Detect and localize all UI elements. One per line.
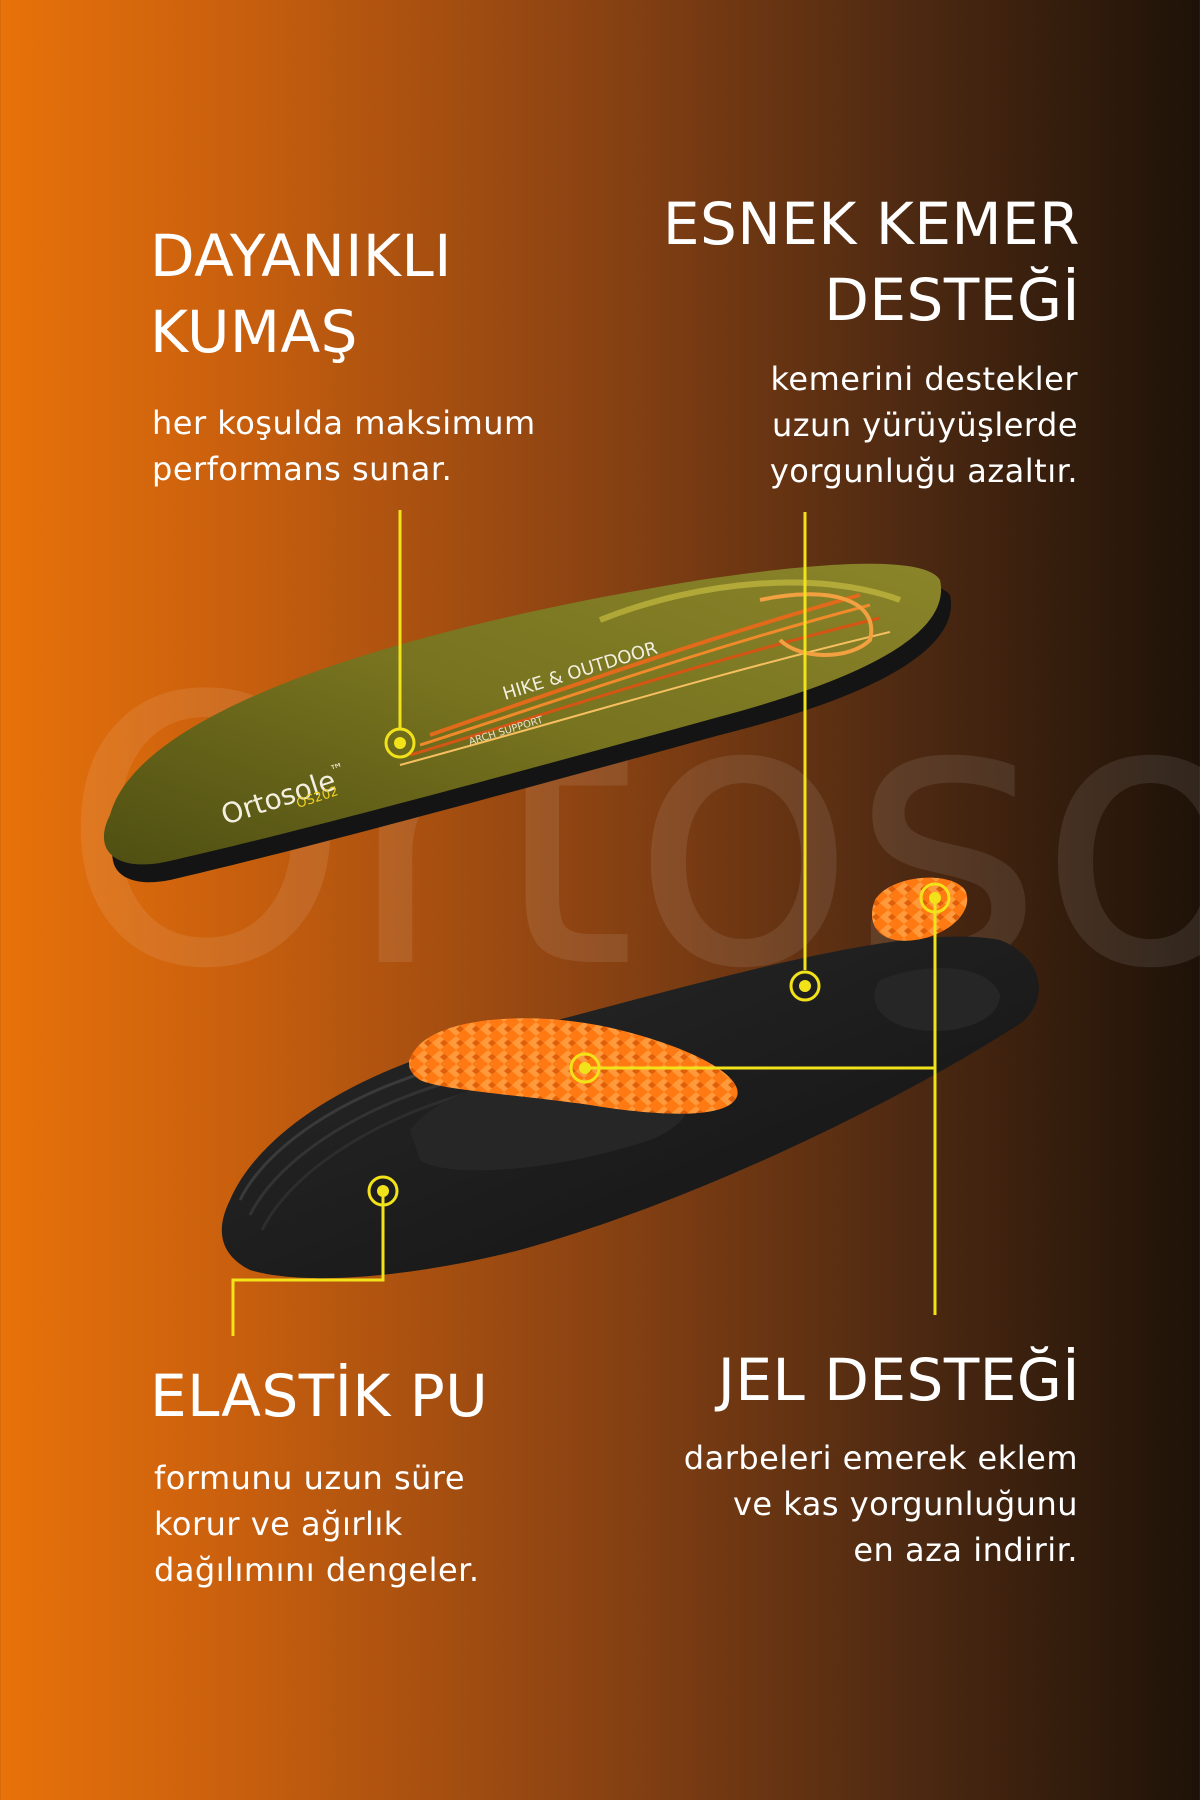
callout-dot-gel-heel	[569, 1052, 601, 1084]
callout-line-pu	[231, 1190, 385, 1336]
callout-dot-fabric	[384, 727, 416, 759]
gel-title: JEL DESTEĞİ	[718, 1342, 1080, 1418]
pu-title: ELASTİK PU	[150, 1358, 488, 1434]
arch-description: kemerini destekler uzun yürüyüşlerde yor…	[770, 356, 1078, 494]
arch-title-line: ESNEK KEMER	[662, 190, 1080, 258]
gel-description-line: darbeleri emerek eklem	[683, 1439, 1078, 1477]
fabric-description-line: performans sunar.	[152, 450, 453, 488]
fabric-title-line: KUMAŞ	[150, 298, 358, 366]
arch-description-line: yorgunluğu azaltır.	[769, 452, 1078, 490]
gel-title-line: JEL DESTEĞİ	[717, 1346, 1080, 1414]
callout-dot-arch	[789, 970, 821, 1002]
arch-title: ESNEK KEMER DESTEĞİ	[663, 186, 1080, 338]
fabric-description: her koşulda maksimum performans sunar.	[152, 400, 536, 492]
product-trademark: ™	[328, 760, 346, 780]
arch-description-line: uzun yürüyüşlerde	[771, 406, 1078, 444]
gel-description-line: ve kas yorgunluğunu	[732, 1485, 1078, 1523]
fabric-title: DAYANIKLI KUMAŞ	[150, 218, 452, 370]
pu-description: formunu uzun süre korur ve ağırlık dağıl…	[154, 1455, 480, 1593]
callout-dot-gel-forefoot	[919, 882, 951, 914]
pu-description-line: formunu uzun süre	[154, 1459, 466, 1497]
gel-description-line: en aza indirir.	[853, 1531, 1078, 1569]
pu-title-line: ELASTİK PU	[150, 1362, 489, 1430]
pu-description-line: dağılımını dengeler.	[154, 1551, 480, 1589]
callout-lines	[231, 510, 937, 1336]
callout-dot-pu	[367, 1175, 399, 1207]
top-insole: HIKE & OUTDOOR ARCH SUPPORT Ortosole ™ O…	[103, 563, 952, 883]
pu-description-line: korur ve ağırlık	[154, 1505, 403, 1543]
gel-description: darbeleri emerek eklem ve kas yorgunluğu…	[684, 1435, 1078, 1573]
gel-pads	[408, 877, 968, 1114]
fabric-title-line: DAYANIKLI	[150, 222, 452, 290]
arch-description-line: kemerini destekler	[770, 360, 1078, 398]
fabric-description-line: her koşulda maksimum	[152, 404, 536, 442]
arch-title-line: DESTEĞİ	[824, 266, 1080, 334]
callout-dots	[367, 727, 951, 1207]
